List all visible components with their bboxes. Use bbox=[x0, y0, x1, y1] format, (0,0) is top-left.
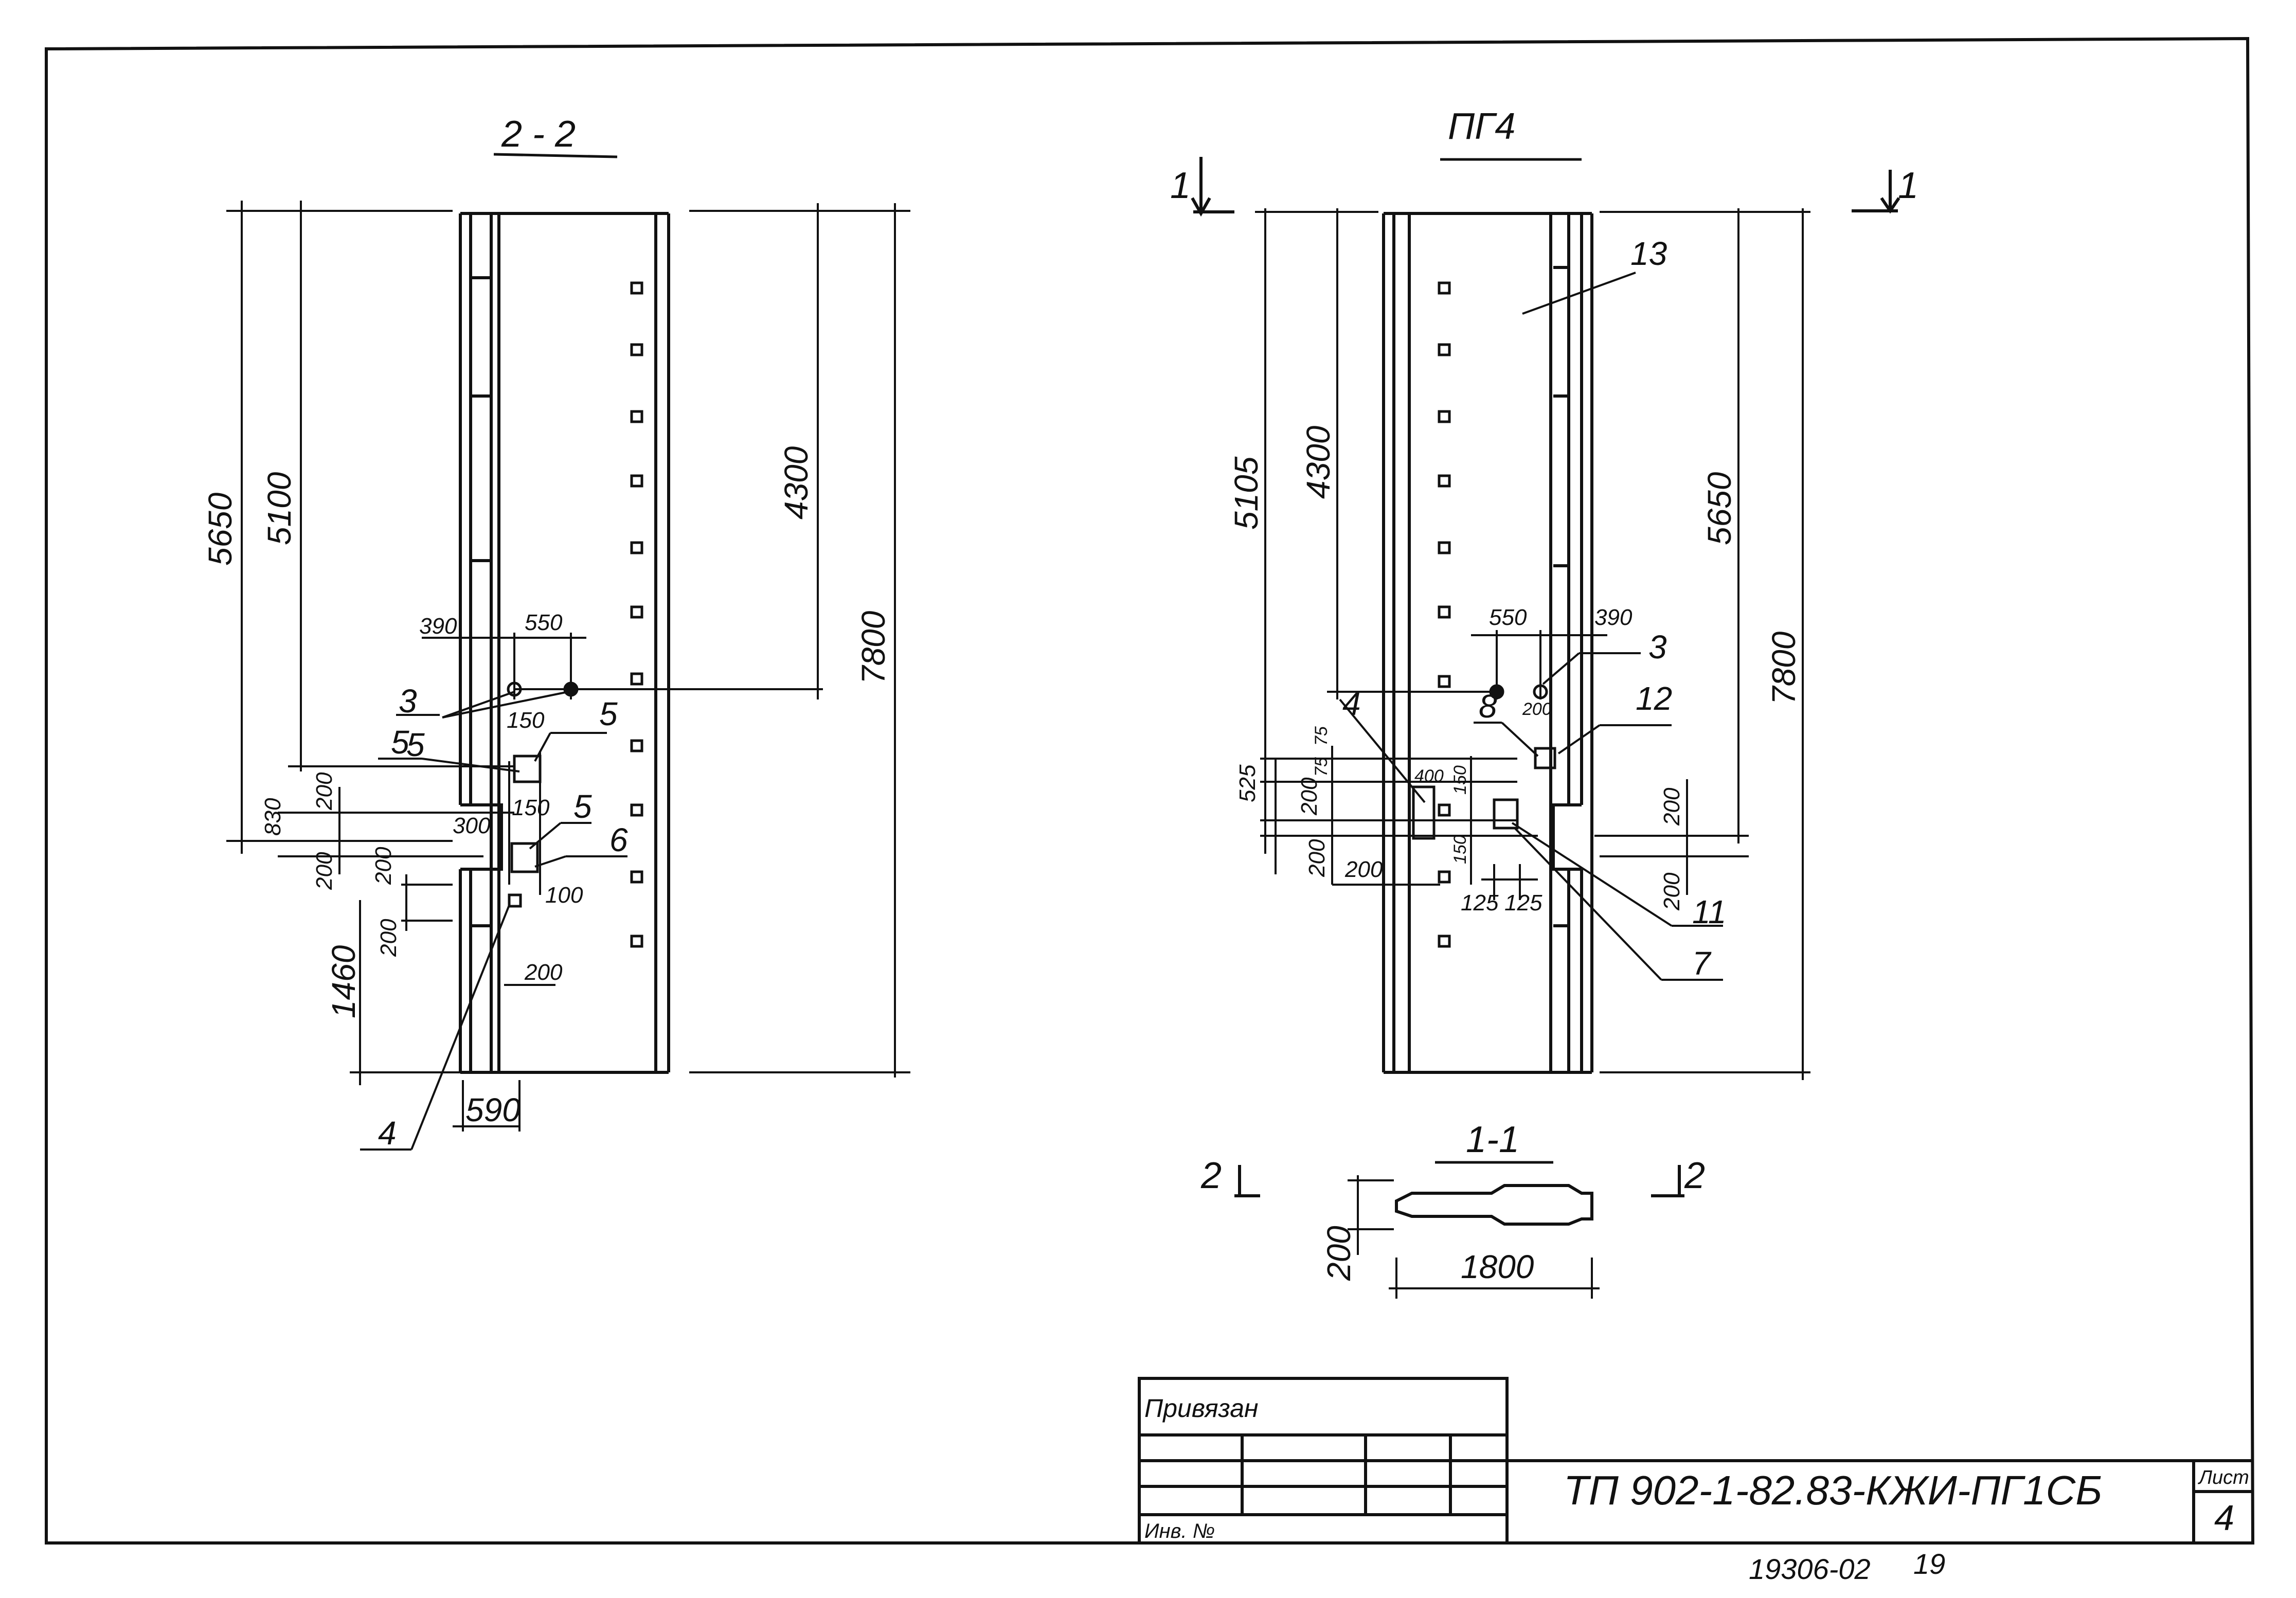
right-dim-200b: 200 bbox=[1304, 839, 1330, 877]
right-openings bbox=[1438, 281, 1451, 948]
left-leaders bbox=[360, 691, 627, 1151]
right-dim-75a: 75 bbox=[1312, 726, 1331, 746]
right-dim-75b: 75 bbox=[1312, 757, 1331, 777]
frame-border bbox=[45, 37, 2255, 1545]
right-view: ПГ4 1 1 bbox=[1170, 106, 1918, 1080]
left-callout-3: 3 bbox=[399, 683, 417, 720]
left-dim-200e: 200 bbox=[524, 960, 563, 985]
section-view-title: 1-1 bbox=[1466, 1119, 1519, 1160]
left-view-title: 2 - 2 bbox=[501, 114, 576, 155]
right-callout-12: 12 bbox=[1636, 680, 1672, 717]
right-dimension-lines bbox=[1255, 208, 1810, 1080]
right-dim-200c: 200 bbox=[1344, 857, 1383, 882]
section-view: 1-1 2 2 200 1800 bbox=[1200, 1119, 1705, 1299]
left-callout-5b: 5 bbox=[391, 724, 409, 761]
right-dim-525: 525 bbox=[1235, 764, 1260, 802]
section-mark-2-right-label: 2 bbox=[1684, 1155, 1705, 1196]
right-dim-390: 390 bbox=[1594, 605, 1633, 630]
right-panel bbox=[1382, 212, 1593, 1074]
right-dim-4300: 4300 bbox=[1300, 425, 1337, 499]
archive-sheet: 19 bbox=[1913, 1548, 1945, 1580]
archive-number: 19306-02 bbox=[1749, 1553, 1871, 1585]
document-code: ТП 902-1-82.83-КЖИ-ПГ1СБ bbox=[1564, 1467, 2102, 1513]
section-mark-1-left bbox=[1191, 157, 1234, 217]
left-dimension-lines bbox=[226, 201, 910, 1132]
left-title-underline bbox=[493, 153, 618, 158]
right-callout-11: 11 bbox=[1692, 893, 1726, 930]
right-dim-150b: 150 bbox=[1450, 835, 1470, 864]
section-mark-2-left-label: 2 bbox=[1200, 1155, 1222, 1196]
left-dim-200b: 200 bbox=[312, 852, 337, 890]
right-dim-150a: 150 bbox=[1450, 765, 1470, 795]
left-dim-200a: 200 bbox=[312, 772, 337, 811]
section-dim-1800: 1800 bbox=[1461, 1248, 1534, 1285]
left-dim-300: 300 bbox=[453, 813, 491, 838]
left-view: 2 - 2 bbox=[202, 114, 910, 1152]
sheet-number: 4 bbox=[2214, 1498, 2234, 1538]
left-dim-550: 550 bbox=[525, 610, 563, 635]
left-callout-4: 4 bbox=[378, 1115, 397, 1152]
right-dim-7800: 7800 bbox=[1765, 631, 1802, 705]
section-mark-2-left bbox=[1234, 1165, 1260, 1197]
right-dim-125b: 125 bbox=[1504, 890, 1542, 915]
left-callout-5d: 5 bbox=[573, 788, 592, 825]
section-profile bbox=[1395, 1184, 1593, 1226]
right-leaders bbox=[1339, 272, 1723, 981]
title-block: Привязан Инв. № ТП 902-1-82.83-КЖИ-ПГ1СБ… bbox=[1138, 1377, 2253, 1545]
left-openings bbox=[630, 281, 643, 948]
left-dim-100: 100 bbox=[545, 883, 583, 908]
left-callout-5a: 5 bbox=[406, 726, 425, 763]
left-dim-150b: 150 bbox=[512, 795, 550, 820]
left-dim-830: 830 bbox=[260, 798, 285, 836]
left-panel bbox=[459, 212, 670, 1074]
section-mark-1-right-label: 1 bbox=[1898, 165, 1918, 206]
left-dim-4300: 4300 bbox=[778, 446, 815, 519]
right-dim-200d: 200 bbox=[1522, 699, 1552, 719]
sheet-label: Лист bbox=[2197, 1467, 2249, 1488]
right-dim-200e: 200 bbox=[1659, 787, 1684, 826]
section-dim-200: 200 bbox=[1320, 1226, 1357, 1281]
left-callout-5c: 5 bbox=[599, 695, 618, 732]
left-callout-6: 6 bbox=[609, 821, 628, 858]
section-mark-1-left-label: 1 bbox=[1170, 165, 1191, 206]
right-dim-5105: 5105 bbox=[1228, 456, 1265, 530]
section-dimension-lines bbox=[1348, 1175, 1600, 1299]
left-dim-200d: 200 bbox=[376, 919, 401, 957]
right-callout-8: 8 bbox=[1479, 688, 1497, 725]
left-dim-150a: 150 bbox=[507, 708, 545, 733]
left-dim-200c: 200 bbox=[371, 847, 396, 885]
right-callout-7: 7 bbox=[1692, 945, 1712, 982]
right-view-title: ПГ4 bbox=[1448, 106, 1515, 147]
section-mark-2-right bbox=[1651, 1165, 1684, 1197]
right-dim-200a: 200 bbox=[1297, 777, 1322, 816]
right-callout-3: 3 bbox=[1648, 629, 1667, 666]
inventory-number-label: Инв. № bbox=[1144, 1520, 1215, 1542]
left-dim-5100: 5100 bbox=[261, 472, 298, 545]
right-dim-200f: 200 bbox=[1659, 872, 1684, 911]
right-dim-400: 400 bbox=[1414, 766, 1444, 786]
right-callout-13: 13 bbox=[1630, 235, 1667, 272]
right-callout-4: 4 bbox=[1342, 685, 1361, 722]
privyazan-label: Привязан bbox=[1144, 1394, 1259, 1423]
right-dim-5650: 5650 bbox=[1701, 472, 1738, 545]
left-dim-5650: 5650 bbox=[202, 492, 239, 566]
section-mark-1-right bbox=[1852, 170, 1900, 214]
right-dim-125a: 125 bbox=[1461, 890, 1499, 915]
left-dim-7800: 7800 bbox=[855, 611, 892, 684]
left-dim-590: 590 bbox=[465, 1091, 521, 1128]
left-dim-390: 390 bbox=[419, 614, 457, 639]
left-dim-1460: 1460 bbox=[325, 945, 362, 1018]
right-dim-550: 550 bbox=[1489, 605, 1527, 630]
